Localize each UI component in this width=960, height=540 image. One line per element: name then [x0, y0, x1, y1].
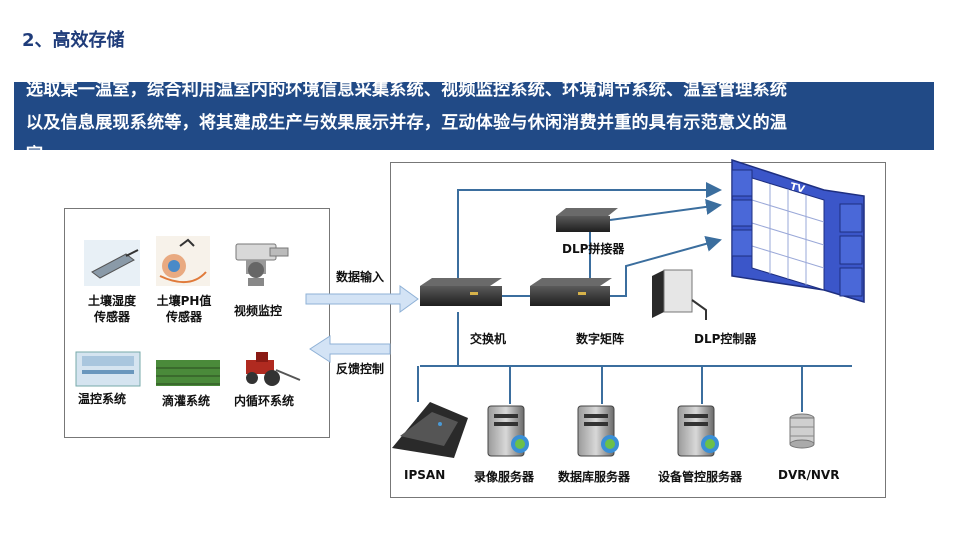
switch-device	[420, 278, 502, 306]
switch-label: 交换机	[470, 332, 507, 346]
video-monitor-label: 视频监控	[233, 304, 282, 318]
banner-line-3: 室	[26, 140, 43, 150]
ipsan-label: IPSAN	[404, 468, 446, 482]
video-camera-image	[235, 243, 289, 286]
device-mgmt-server	[677, 405, 719, 457]
feedback-arrow	[309, 335, 391, 363]
circulation-tractor-image	[246, 352, 301, 386]
temp-control-label: 温控系统	[78, 392, 127, 406]
soil-ph-label-1: 土壤PH值	[156, 294, 212, 308]
ipsan-device	[392, 402, 468, 458]
soil-moisture-label-2: 传感器	[93, 310, 130, 324]
circulation-label: 内循环系统	[234, 394, 295, 408]
tv-wall	[731, 158, 865, 304]
feedback-control-label: 反馈控制	[336, 362, 385, 376]
soil-ph-sensor-image	[156, 236, 210, 286]
recorder-server	[487, 405, 529, 457]
dvr-nvr-label: DVR/NVR	[778, 468, 840, 482]
recorder-server-label: 录像服务器	[474, 470, 535, 484]
soil-moisture-label-1: 土壤湿度	[87, 294, 136, 308]
drip-system-label: 滴灌系统	[162, 394, 211, 408]
section-heading: 2、高效存储	[22, 30, 125, 51]
dlp-controller-device	[652, 269, 707, 320]
matrix-device	[530, 278, 612, 306]
database-server-label: 数据库服务器	[558, 470, 631, 484]
device-mgmt-server-label: 设备管控服务器	[658, 470, 743, 484]
dlp-splicer-label: DLP拼接器	[562, 242, 625, 256]
drip-irrigation-image	[156, 360, 220, 386]
soil-moisture-sensor-image	[84, 240, 140, 286]
banner-line-2: 以及信息展现系统等，将其建成生产与效果展示并存，互动体验与休闲消费并重的具有示范…	[26, 113, 788, 133]
dlp-splicer-device	[556, 208, 618, 232]
matrix-label: 数字矩阵	[576, 332, 625, 346]
data-input-arrow	[305, 285, 419, 313]
description-banner: 选取某一温室，综合利用温室内的环境信息采集系统、视频监控系统、环境调节系统、温室…	[14, 82, 934, 150]
temp-control-image	[75, 351, 141, 387]
data-input-label: 数据输入	[336, 270, 385, 284]
dlp-controller-label: DLP控制器	[694, 332, 757, 346]
soil-ph-label-2: 传感器	[165, 310, 202, 324]
database-server	[577, 405, 619, 457]
banner-line-1: 选取某一温室，综合利用温室内的环境信息采集系统、视频监控系统、环境调节系统、温室…	[26, 82, 788, 100]
network-lines	[417, 182, 852, 412]
dvr-nvr-device	[789, 413, 815, 449]
